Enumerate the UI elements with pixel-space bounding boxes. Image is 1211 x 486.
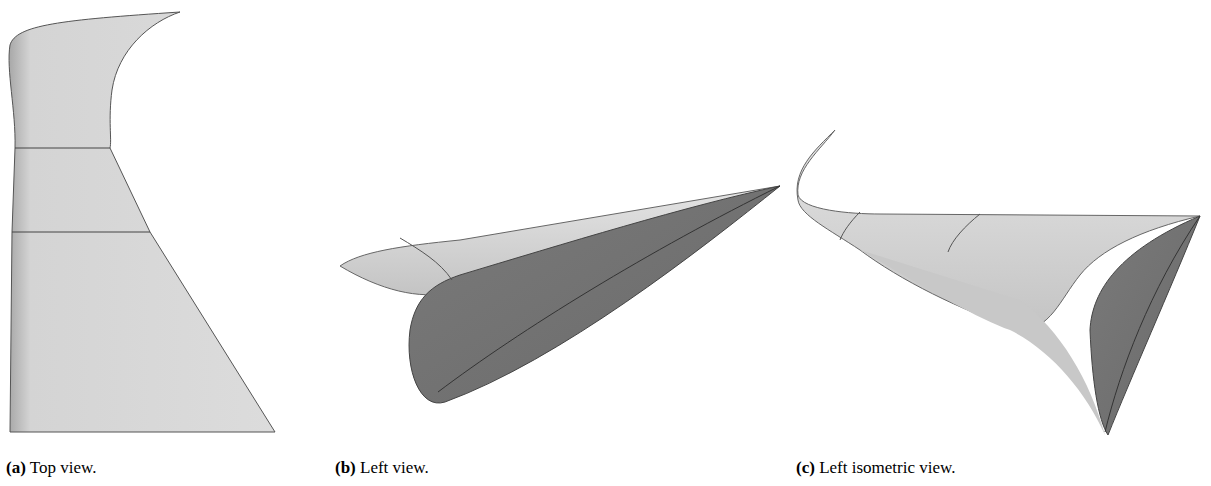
section-line [400,238,452,280]
wing-top-view [9,12,275,432]
subfigure-caption: (a) Top view. [6,458,96,478]
subfigure-caption: (b) Left view. [335,458,429,478]
root-airfoil [1090,216,1200,435]
root-airfoil [409,186,780,403]
section-line [840,212,860,240]
wing-lower-surface [860,250,1105,435]
subfigure-caption: (c) Left isometric view. [796,458,955,478]
section-line [15,148,110,149]
section-line [438,186,780,392]
section-line [1105,216,1200,432]
section-line [12,232,150,233]
section-line [948,214,980,252]
